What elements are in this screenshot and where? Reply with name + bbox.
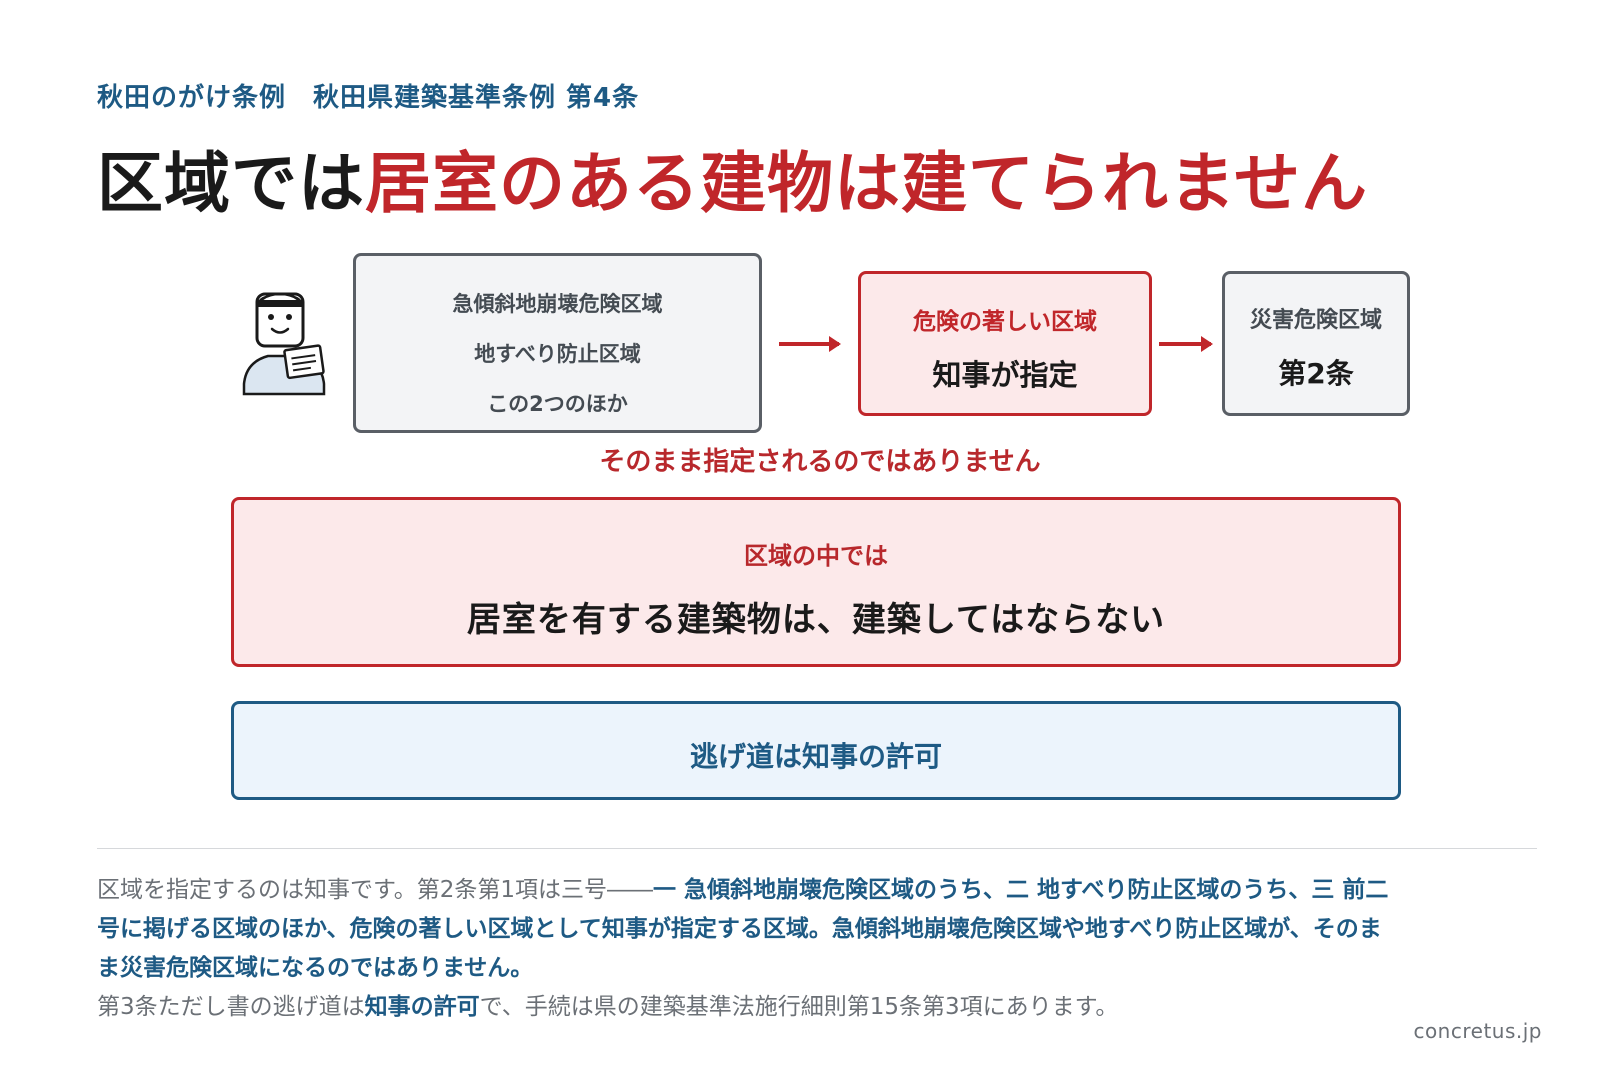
disaster-zone-label: 災害危険区域 [1249, 308, 1382, 333]
page-kicker: 秋田のがけ条例 秋田県建築基準条例 第4条 [97, 83, 640, 113]
paragraph-text: 第3条ただし書の逃げ道は [97, 994, 365, 1020]
arrow-right-icon [1159, 336, 1213, 352]
person-with-document-icon [242, 292, 326, 396]
title-prefix: 区域では [97, 145, 365, 222]
governor-designates: 知事が指定 [932, 358, 1078, 392]
prohibition-text: 居室を有する建築物は、建築してはならない [466, 600, 1166, 640]
paragraph-emphasis: 一 急傾斜地崩壊危険区域のうち、二 地すべり防止区域のうち、三 前二号に掲げる区… [97, 877, 1389, 981]
title-emphasis: 居室のある建物は建てられません [365, 145, 1369, 222]
exception-box: 逃げ道は知事の許可 [231, 701, 1401, 800]
page-title: 区域では居室のある建物は建てられません [97, 130, 1368, 226]
zone-item: 地すべり防止区域 [474, 342, 641, 366]
prohibition-label: 区域の中では [744, 542, 888, 570]
explanation-paragraph: 区域を指定するのは知事です。第2条第1項は三号――一 急傾斜地崩壊危険区域のうち… [97, 871, 1397, 1027]
zone-item: 急傾斜地崩壊危険区域 [452, 292, 663, 316]
paragraph-text: 区域を指定するのは知事です。第2条第1項は三号―― [97, 877, 653, 903]
danger-zone-label: 危険の著しい区域 [913, 309, 1097, 335]
zones-box: 急傾斜地崩壊危険区域 地すべり防止区域 この2つのほか [353, 253, 762, 433]
paragraph-emphasis: 知事の許可 [364, 994, 480, 1020]
exception-text: 逃げ道は知事の許可 [689, 740, 942, 773]
arrow-right-icon [779, 336, 841, 352]
paragraph-text: で、手続は県の建築基準法施行細則第15条第3項にあります。 [479, 994, 1119, 1020]
not-automatic-note: そのまま指定されるのではありません [599, 447, 1041, 477]
prohibition-box: 区域の中では 居室を有する建築物は、建築してはならない [231, 497, 1401, 667]
disaster-zone-box: 災害危険区域 第2条 [1222, 271, 1410, 416]
site-credit: concretus.jp [1413, 1019, 1542, 1043]
zone-item: この2つのほか [487, 392, 628, 416]
danger-zone-box: 危険の著しい区域 知事が指定 [858, 271, 1152, 416]
article-2-label: 第2条 [1278, 357, 1354, 390]
divider [97, 848, 1537, 849]
